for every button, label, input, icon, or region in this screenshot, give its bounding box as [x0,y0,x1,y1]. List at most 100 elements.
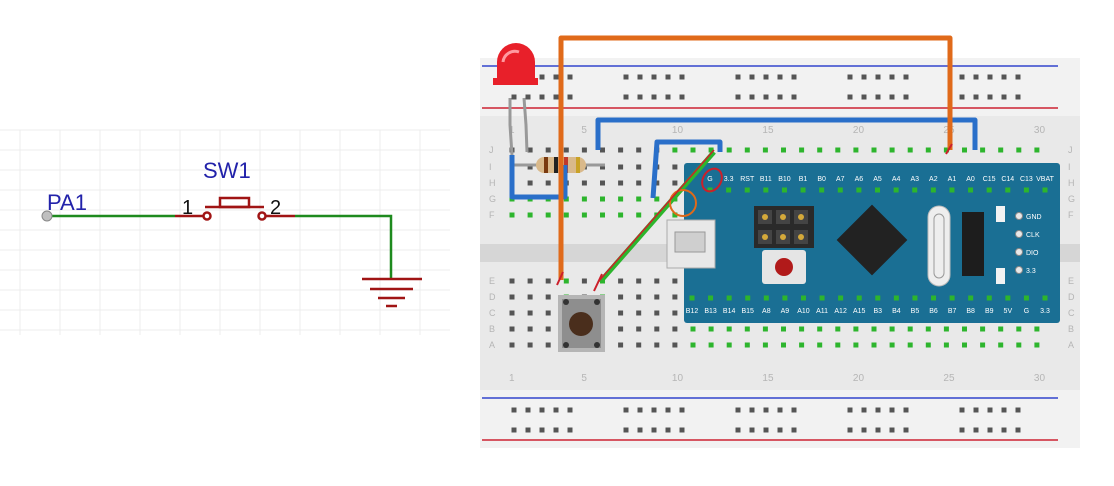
rail-hole [791,407,797,413]
grid [0,129,450,335]
hole [581,196,587,202]
board-pin [707,187,713,193]
board-pin-label: 3.3 [1040,308,1050,315]
hole [980,147,986,153]
rail-hole [903,74,909,80]
rail-holes-bottom [511,407,1021,433]
hole [672,278,678,284]
hole [708,326,714,332]
hole [618,196,624,202]
rail-hole [1015,407,1021,413]
rail-hole [679,74,685,80]
hole [563,147,569,153]
board-pin-label: B14 [723,308,736,315]
row-label: E [1068,276,1074,286]
hole [636,278,642,284]
board-pin [689,295,695,301]
hole [654,326,660,332]
hole [636,147,642,153]
rail-hole [903,94,909,100]
column-label: 10 [672,373,684,384]
hole [726,342,732,348]
hole [654,180,660,186]
hole [672,147,678,153]
side-label: 3.3 [1026,268,1036,275]
board-pin [763,295,769,301]
board-pin [745,295,751,301]
board-pin [1023,187,1029,193]
rail-hole [763,94,769,100]
board-pin [708,295,714,301]
rail-hole [651,74,657,80]
hole [925,326,931,332]
reset-button[interactable] [762,250,806,284]
crystal [927,205,951,287]
column-label: 20 [853,373,865,384]
boot-jumpers[interactable] [754,206,814,248]
hole [545,342,551,348]
rail-hole [889,74,895,80]
column-label: 20 [853,125,865,136]
rail-hole [987,407,993,413]
hole [962,342,967,348]
hole [1016,342,1022,348]
hole [943,326,949,332]
hole [817,147,823,153]
rail-hole [553,94,559,100]
board-pin-label: A11 [816,308,828,315]
rail-hole [665,74,671,80]
rail-hole [861,407,867,413]
board-pin-label: A6 [855,176,864,183]
rail-hole [525,407,531,413]
hole [600,196,605,202]
rail-hole [903,407,909,413]
mcu-chip [836,204,908,276]
hole [618,147,624,153]
hole [672,326,678,332]
column-label: 1 [509,373,515,384]
rail-hole [651,94,657,100]
rail-hole [903,427,909,433]
board-pin-label: C13 [1020,176,1033,183]
row-label: D [1068,292,1075,302]
board-pin-label: B13 [704,308,717,315]
board-pin [726,295,732,301]
rail-hole [777,407,783,413]
hole [527,147,533,153]
rail-hole [623,94,629,100]
hole [527,212,533,218]
led[interactable] [493,43,538,156]
board-pin-label: B8 [966,308,975,315]
hole [744,326,750,332]
rail-hole [973,74,979,80]
rail-hole [777,427,783,433]
board-pin [949,187,955,193]
hole [980,326,986,332]
hole [762,342,768,348]
column-label: 15 [762,373,774,384]
column-label: 5 [581,125,587,136]
hole [563,212,569,218]
board-pin [856,295,862,301]
rail-hole [763,427,769,433]
hole [618,164,624,170]
side-label: GND [1026,214,1042,221]
hole [545,147,551,153]
push-button[interactable] [558,295,605,352]
ground-icon [362,277,422,308]
rail-hole [875,94,881,100]
switch-sw1[interactable] [175,196,295,221]
board-pin-label: A0 [966,176,975,183]
row-label: B [489,324,495,334]
rail-hole [1015,427,1021,433]
rail-hole [567,74,573,80]
hole [853,326,859,332]
hole [943,147,949,153]
hole [672,310,678,316]
rail-hole [875,427,881,433]
rail-hole [749,407,755,413]
side-label: CLK [1026,232,1040,239]
